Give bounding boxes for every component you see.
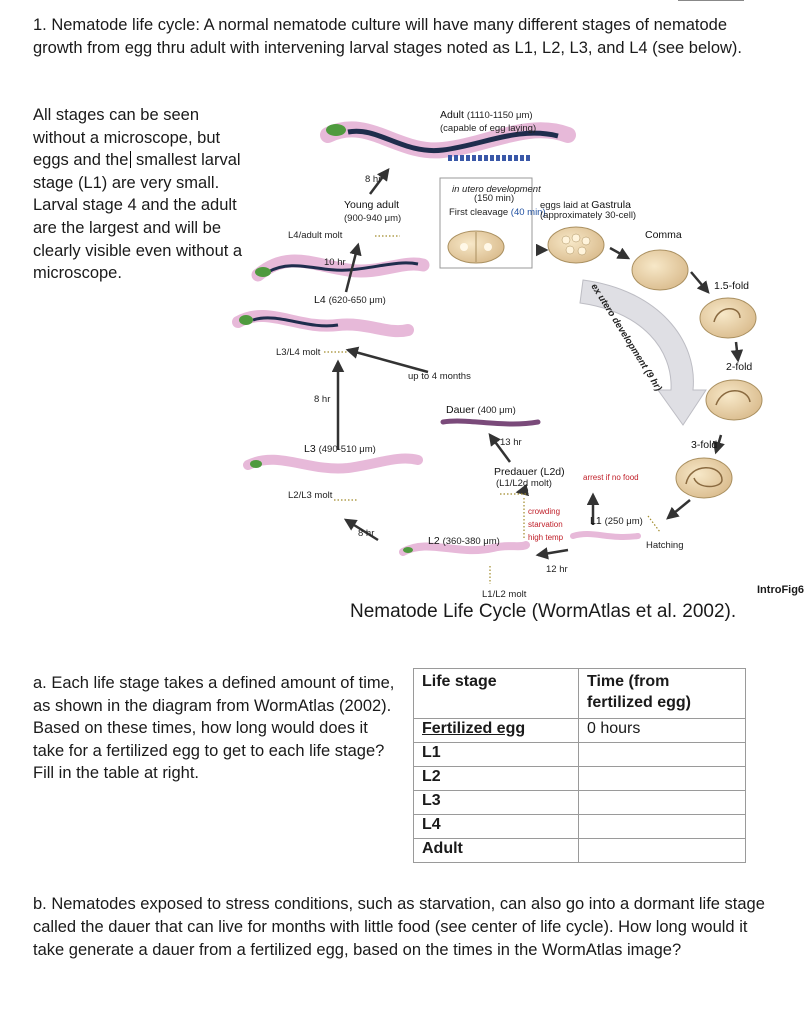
time-cell[interactable] <box>578 814 746 839</box>
l2-label: L2 (360-380 μm) <box>428 535 500 547</box>
first-cleavage-label: First cleavage (40 min) <box>449 207 546 218</box>
young-adult-label: Young adult <box>344 199 399 211</box>
dauer-worm <box>440 418 541 427</box>
in-utero-time: (150 min) <box>474 193 514 204</box>
ten-hr-label: 10 hr <box>324 257 346 268</box>
stage-cell: L1 <box>413 742 579 767</box>
comma-label: Comma <box>645 229 682 241</box>
col-life-stage-header: Life stage <box>413 668 579 719</box>
time-cell[interactable] <box>578 742 746 767</box>
ex-utero-arrow <box>579 279 707 426</box>
two-fold-egg <box>705 379 763 421</box>
table-header-row: Life stage Time (from fertilized egg) <box>413 668 746 719</box>
l4-worm <box>232 310 414 338</box>
l3-l4-molt-label: L3/L4 molt <box>276 347 321 358</box>
eight-hr-mid: 8 hr <box>314 394 330 405</box>
intro-paragraph: All stages can be seen without a microsc… <box>33 104 243 285</box>
one-five-fold-egg <box>699 297 757 339</box>
stage-cell: L2 <box>413 766 579 791</box>
three-fold-label: 3-fold <box>691 439 717 451</box>
col-time-header: Time (from fertilized egg) <box>578 668 746 719</box>
three-fold-egg <box>675 457 733 499</box>
stage-cell: Fertilized egg <box>413 718 579 743</box>
time-cell[interactable]: 0 hours <box>578 718 746 743</box>
time-cell[interactable] <box>578 766 746 791</box>
twelve-hr-label: 12 hr <box>546 564 568 575</box>
up-to-4-months-label: up to 4 months <box>408 371 471 382</box>
l4-adult-molt-label: L4/adult molt <box>288 230 343 241</box>
intro-text-2: smallest larval stage (L1) are very smal… <box>33 151 243 283</box>
thirteen-hr-label: 13 hr <box>500 437 522 448</box>
time-cell[interactable] <box>578 838 746 863</box>
fig-label: IntroFig6 <box>757 584 805 596</box>
l1-label: L1 (250 μm) <box>590 515 643 527</box>
table-row: L1 <box>413 742 746 767</box>
young-adult-worm <box>251 254 430 282</box>
table-row: Adult <box>413 838 746 863</box>
adult-note: (capable of egg laying) <box>440 123 536 134</box>
time-cell[interactable] <box>578 790 746 815</box>
top-rule <box>678 0 744 1</box>
stage-cell: Adult <box>413 838 579 863</box>
predauer-label: Predauer (L2d) <box>494 466 565 478</box>
l2-l3-molt-label: L2/L3 molt <box>288 490 333 501</box>
crowding-label: crowding <box>528 507 560 516</box>
life-stage-table: Life stage Time (from fertilized egg) Fe… <box>413 668 746 863</box>
starvation-label: starvation <box>528 520 563 529</box>
high-temp-label: high temp <box>528 533 564 542</box>
one-five-fold-label: 1.5-fold <box>714 280 749 292</box>
in-utero-label: in utero development <box>452 184 541 195</box>
text-cursor <box>130 151 132 169</box>
arrest-label: arrest if no food <box>583 473 639 482</box>
adult-label: Adult (1110-1150 μm) <box>440 109 533 121</box>
stage-cell: L3 <box>413 790 579 815</box>
two-fold-label: 2-fold <box>726 361 752 373</box>
l1-l2-molt-label: L1/L2 molt <box>482 589 527 600</box>
gastrula-egg <box>547 226 605 264</box>
table-row: L3 <box>413 790 746 815</box>
stage-cell: L4 <box>413 814 579 839</box>
predauer-molt-label: (L1/L2d molt) <box>496 478 552 489</box>
molt-dots <box>324 235 661 584</box>
eight-hr-low: 8 hr <box>358 528 374 539</box>
l3-worm <box>243 453 423 474</box>
intro-text-1: All stages can be seen without a microsc… <box>33 106 221 170</box>
l1-worm <box>570 531 641 540</box>
table-row: L2 <box>413 766 746 791</box>
dauer-label: Dauer (400 μm) <box>446 404 516 416</box>
question-1: 1. Nematode life cycle: A normal nematod… <box>33 16 743 57</box>
in-utero-box <box>439 177 533 269</box>
cycle-arrows <box>331 168 744 560</box>
table-row: Fertilized egg 0 hours <box>413 718 746 743</box>
approx-label: (approximately 30-cell) <box>540 210 636 221</box>
adult-worm <box>320 121 576 159</box>
l4-label: L4 (620-650 μm) <box>314 294 386 306</box>
l3-label: L3 (490-510 μm) <box>304 443 376 455</box>
eight-hr-top: 8 hr <box>365 174 381 185</box>
table-row: L4 <box>413 814 746 839</box>
comma-egg <box>631 249 689 291</box>
young-adult-size: (900-940 μm) <box>344 213 401 224</box>
question-b: b. Nematodes exposed to stress condition… <box>33 895 765 959</box>
l2-worm <box>399 541 530 556</box>
figure-caption: Nematode Life Cycle (WormAtlas et al. 20… <box>350 601 737 622</box>
life-cycle-diagram: Adult (1110-1150 μm) (capable of egg lay… <box>232 109 763 600</box>
question-a: a. Each life stage takes a defined amoun… <box>33 674 395 782</box>
hatching-label: Hatching <box>646 540 684 551</box>
eggs-laid-label: eggs laid at Gastrula <box>540 199 631 211</box>
